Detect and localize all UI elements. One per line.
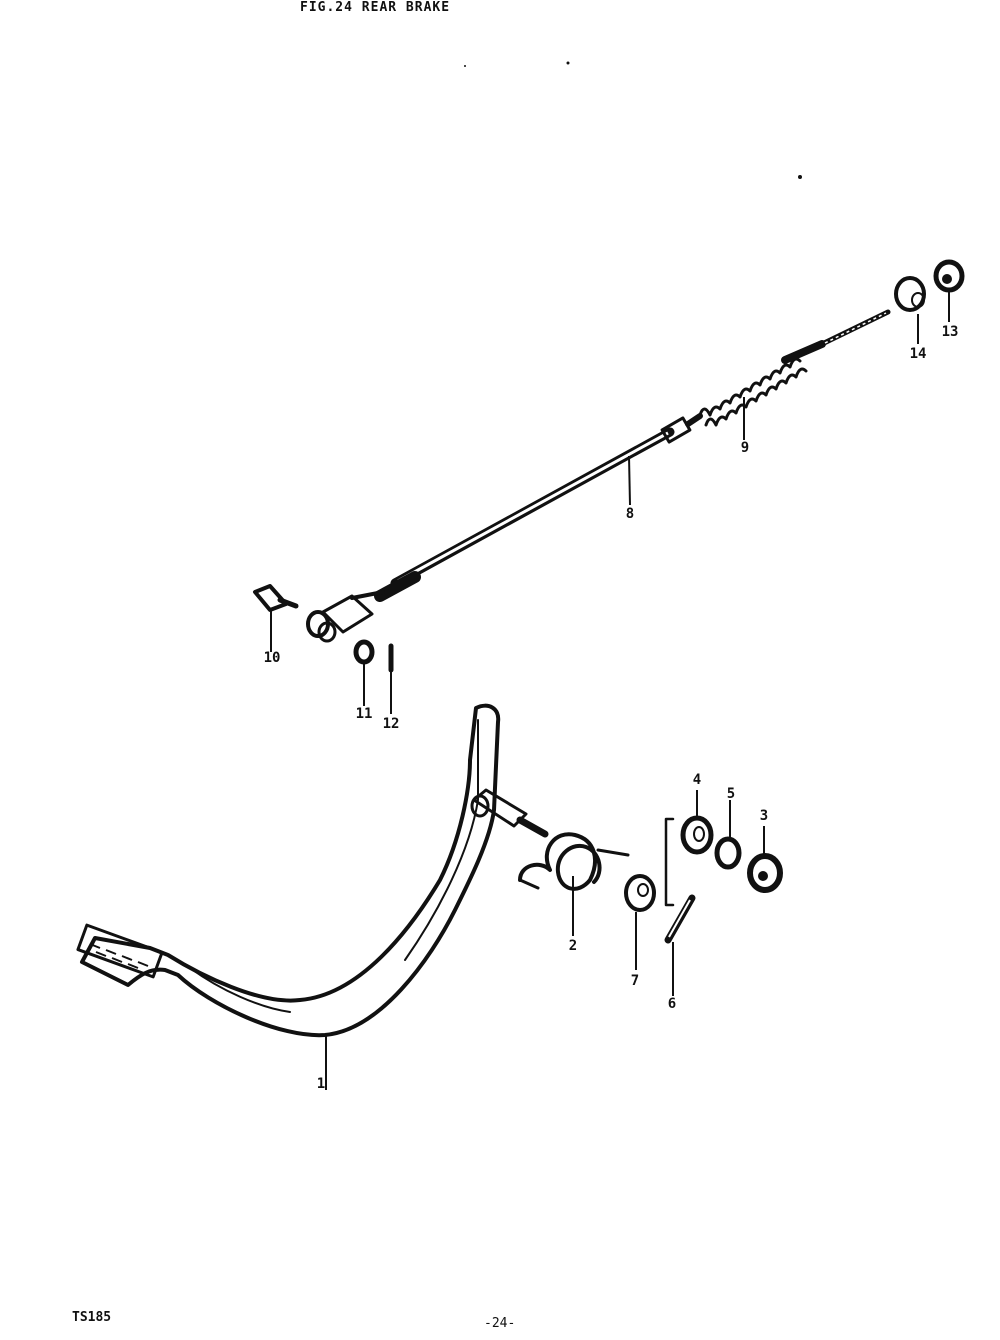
joint-washer [353, 639, 375, 665]
callout-3: 3 [760, 808, 768, 824]
callout-11: 11 [356, 706, 373, 722]
callout-12: 12 [383, 716, 400, 732]
brake-rod [306, 427, 675, 643]
page-number: -24- [484, 1316, 516, 1331]
joint-pin [253, 584, 299, 612]
callout-1: 1 [317, 1076, 325, 1092]
brake-pedal [76, 703, 549, 1038]
leader-lines [270, 292, 950, 1090]
callout-9: 9 [741, 440, 749, 456]
callout-13: 13 [942, 324, 959, 340]
pedal-washer [624, 874, 656, 912]
scan-specks [464, 61, 802, 179]
callout-2: 2 [569, 938, 577, 954]
callouts: 1 2 3 4 5 6 7 8 9 10 11 12 13 14 [264, 324, 959, 1092]
rod-spring [660, 309, 891, 444]
callout-7: 7 [631, 973, 639, 989]
return-spring [518, 832, 630, 891]
callout-10: 10 [264, 650, 281, 666]
figure-title: FIG.24 REAR BRAKE [300, 0, 451, 15]
model-code: TS185 [72, 1310, 112, 1325]
callout-6: 6 [668, 996, 676, 1012]
washer-4 [680, 815, 714, 855]
pedal-cotter-pin [664, 894, 696, 944]
nut-3 [747, 853, 783, 893]
callout-14: 14 [910, 346, 927, 362]
rod-joint [894, 276, 926, 312]
callout-8: 8 [626, 506, 634, 522]
callout-4: 4 [693, 772, 701, 788]
rod-nut [933, 259, 965, 293]
callout-5: 5 [727, 786, 735, 802]
lock-washer-5 [714, 836, 742, 870]
